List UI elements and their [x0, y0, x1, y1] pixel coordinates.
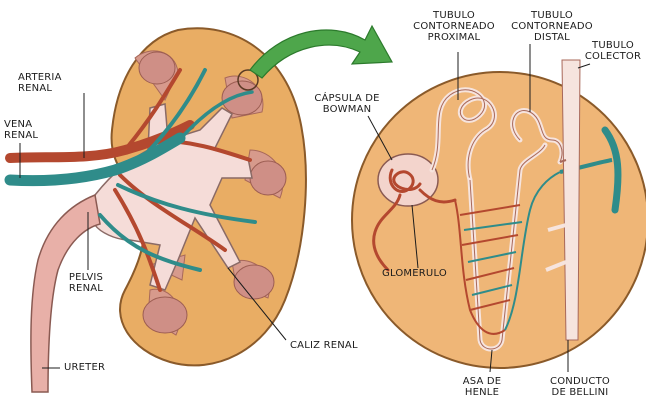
label-capsula-bowman-line: CÁPSULA DE: [312, 93, 382, 104]
label-ureter: URETER: [64, 362, 105, 373]
label-conducto-bellini-line: CONDUCTO: [540, 376, 620, 387]
label-tubulo-proximal-line: PROXIMAL: [404, 32, 504, 43]
label-vena-renal-line: VENA: [4, 119, 38, 130]
label-ureter-line: URETER: [64, 362, 105, 373]
label-asa-henle-line: ASA DE: [452, 376, 512, 387]
label-glomerulo: GLOMERULO: [382, 268, 447, 279]
label-tubulo-colector-line: COLECTOR: [582, 51, 644, 62]
label-arteria-renal-line: ARTERIA: [18, 72, 62, 83]
label-tubulo-proximal-line: TUBULO: [404, 10, 504, 21]
label-conducto-bellini-line: DE BELLINI: [540, 387, 620, 398]
label-tubulo-distal-line: CONTORNEADO: [508, 21, 596, 32]
label-glomerulo-line: GLOMERULO: [382, 268, 447, 279]
label-capsula-bowman-line: BOWMAN: [312, 104, 382, 115]
label-tubulo-distal-line: TUBULO: [508, 10, 596, 21]
nephron-detail: [352, 60, 646, 368]
label-arteria-renal-line: RENAL: [18, 83, 62, 94]
label-caliz-renal: CALIZ RENAL: [290, 340, 358, 351]
label-asa-henle-line: HENLE: [452, 387, 512, 398]
label-tubulo-colector-line: TUBULO: [582, 40, 644, 51]
label-pelvis-renal-line: PELVIS: [56, 272, 116, 283]
label-caliz-renal-line: CALIZ RENAL: [290, 340, 358, 351]
label-pelvis-renal-line: RENAL: [56, 283, 116, 294]
nephron-circle: [352, 72, 646, 368]
label-vena-renal-line: RENAL: [4, 130, 38, 141]
label-tubulo-proximal-line: CONTORNEADO: [404, 21, 504, 32]
